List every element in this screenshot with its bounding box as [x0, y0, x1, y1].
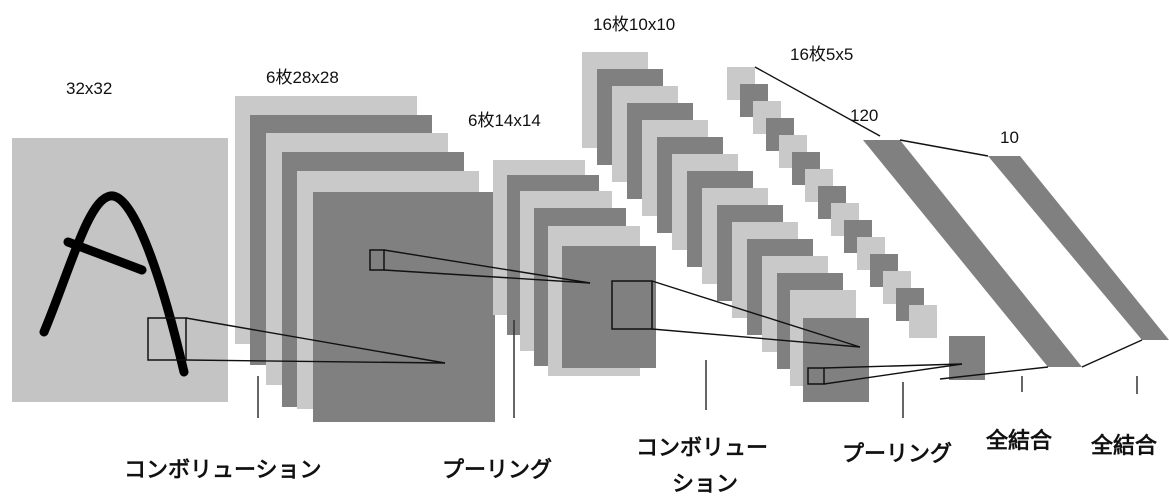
conv1-operation-label: コンボリューション: [124, 458, 322, 483]
fc2-operation-label: 全結合: [1091, 434, 1158, 459]
conv1-feature-maps: [235, 96, 495, 422]
stage-tick-marks: [257, 320, 1138, 418]
conv1-size-label: 6枚28x28: [266, 68, 339, 87]
conv2-operation-label-line1: コンボリュー: [636, 436, 769, 461]
pool2-size-label: 16枚5x5: [790, 45, 854, 64]
pool1-feature-maps: [493, 160, 656, 376]
fc1-layer: [863, 140, 1082, 367]
pool2-feature-maps: [727, 67, 985, 380]
input-size-label: 32x32: [66, 79, 113, 98]
fc2-size-label: 10: [1000, 128, 1019, 147]
input-image: [12, 138, 228, 402]
fc2-layer: [988, 156, 1169, 340]
connection-lines: [185, 66, 1143, 385]
fc1-size-label: 120: [850, 106, 879, 125]
handwritten-a-glyph: [39, 191, 189, 377]
pool2-operation-label: プーリング: [842, 442, 953, 467]
pool1-size-label: 6枚14x14: [468, 111, 541, 130]
pool1-operation-label: プーリング: [442, 458, 553, 483]
conv2-receptive-field: [807, 367, 825, 385]
fc1-operation-label: 全結合: [986, 429, 1053, 454]
conv2-operation-label-line2: ション: [672, 472, 739, 497]
pool1-receptive-field: [611, 280, 653, 330]
conv1-receptive-field: [369, 249, 385, 271]
conv2-feature-maps: [582, 52, 869, 402]
conv2-size-label: 16枚10x10: [593, 15, 676, 34]
input-receptive-field: [147, 317, 187, 361]
